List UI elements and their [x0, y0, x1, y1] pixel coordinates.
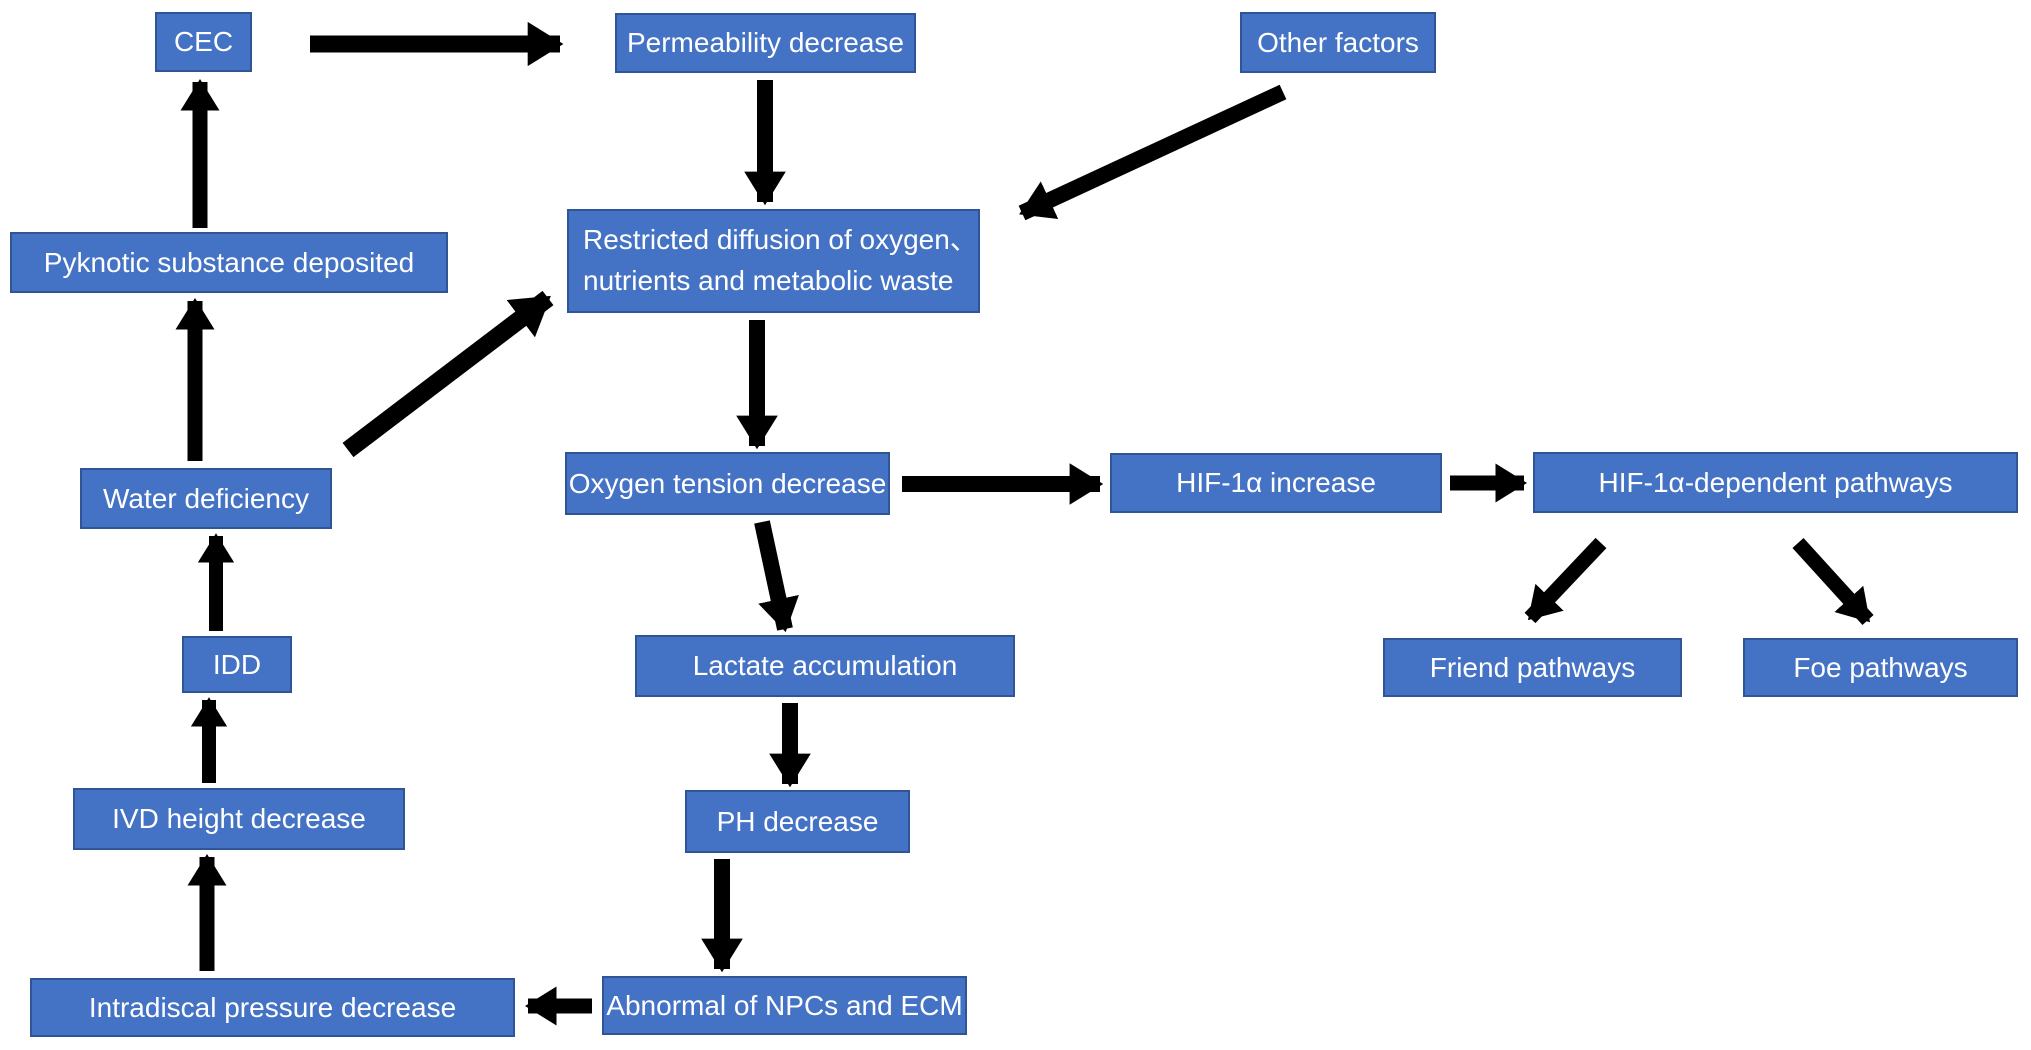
arrow-hif-1a-dependent-pathways-to-foe-pathways — [1792, 537, 1874, 626]
node-label: CEC — [173, 26, 234, 58]
node-ph-decrease: PH decrease — [685, 790, 910, 853]
node-label: Lactate accumulation — [692, 650, 958, 682]
node-label: Friend pathways — [1429, 651, 1636, 683]
node-label: HIF-1α-dependent pathways — [1598, 466, 1953, 498]
arrow-other-factors-to-restricted-diffusion — [1018, 84, 1287, 221]
arrow-water-deficiency-to-restricted-diffusion — [342, 290, 554, 458]
node-label: Pyknotic substance deposited — [43, 246, 415, 278]
node-label: Oxygen tension decrease — [568, 467, 887, 499]
node-permeability-decrease: Permeability decrease — [615, 13, 916, 73]
node-label: PH decrease — [716, 805, 879, 837]
node-other-factors: Other factors — [1240, 12, 1436, 73]
node-lactate-accumulation: Lactate accumulation — [635, 635, 1015, 697]
arrow-hif-1a-dependent-pathways-to-friend-pathways — [1524, 537, 1607, 624]
node-cec: CEC — [155, 12, 252, 72]
node-idd: IDD — [182, 636, 292, 693]
node-foe-pathways: Foe pathways — [1743, 638, 2018, 697]
node-label: Water deficiency — [103, 482, 309, 514]
node-label: IVD height decrease — [112, 803, 366, 835]
node-oxygen-tension-decrease: Oxygen tension decrease — [565, 452, 890, 515]
node-label: Intradiscal pressure decrease — [88, 991, 457, 1023]
node-water-deficiency: Water deficiency — [80, 468, 332, 529]
node-label: IDD — [212, 648, 262, 680]
node-restricted-diffusion: Restricted diffusion of oxygen、 nutrients… — [567, 209, 980, 313]
node-pyknotic-substance-deposited: Pyknotic substance deposited — [10, 232, 448, 293]
node-label: Permeability decrease — [626, 27, 905, 59]
node-label: Other factors — [1257, 26, 1419, 58]
node-hif-1a-dependent-pathways: HIF-1α-dependent pathways — [1533, 452, 2018, 513]
node-label: Foe pathways — [1793, 651, 1968, 683]
node-intradiscal-pressure-decrease: Intradiscal pressure decrease — [30, 978, 515, 1037]
node-label-line: Restricted diffusion of oxygen、 — [583, 224, 978, 256]
node-label: Abnormal of NPCs and ECM — [606, 989, 963, 1021]
arrow-oxygen-tension-decrease-to-lactate-accumulation — [754, 520, 799, 633]
node-label-line: nutrients and metabolic waste — [583, 265, 954, 296]
node-friend-pathways: Friend pathways — [1383, 638, 1682, 697]
node-label: HIF-1α increase — [1176, 467, 1376, 499]
node-hif-1a-increase: HIF-1α increase — [1110, 453, 1442, 513]
node-ivd-height-decrease: IVD height decrease — [73, 788, 405, 850]
node-abnormal-of-npcs-and-ecm: Abnormal of NPCs and ECM — [602, 976, 967, 1035]
